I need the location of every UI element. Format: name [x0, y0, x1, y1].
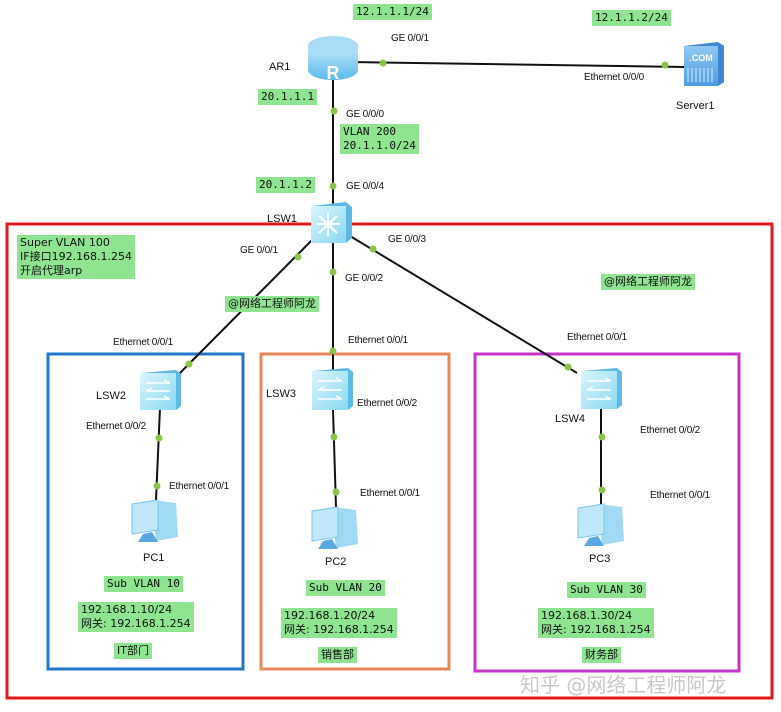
svg-text:R: R	[327, 63, 340, 83]
lsw1-ip-note: 20.1.1.2	[256, 177, 315, 193]
pc2-label: PC2	[325, 556, 347, 568]
port-label: Ethernet 0/0/1	[360, 488, 421, 499]
port-dot-lsw2-eth001[interactable]	[185, 360, 193, 368]
port-dot-lsw1-ge004[interactable]	[329, 182, 337, 190]
port-label: GE 0/0/1	[240, 245, 278, 256]
port-label: GE 0/0/0	[346, 109, 384, 120]
port-dot-lsw4-eth001[interactable]	[564, 363, 572, 371]
link-ar1-server1[interactable]	[349, 61, 685, 68]
svg-text:.COM: .COM	[689, 53, 713, 63]
port-label: GE 0/0/1	[391, 33, 429, 44]
port-label: GE 0/0/2	[345, 273, 383, 284]
sales-dept-note: 销售部	[318, 647, 357, 663]
link-lsw1-lsw4[interactable]	[349, 235, 578, 374]
pc3-label: PC3	[589, 553, 611, 565]
pc-icon[interactable]	[311, 506, 358, 549]
pc-icon[interactable]	[131, 499, 178, 542]
port-dot-pc2-eth001[interactable]	[332, 488, 340, 496]
super-vlan-note: Super VLAN 100 IF接口192.168.1.254 开启代理arp	[17, 235, 136, 279]
port-dot-lsw1-ge001[interactable]	[294, 253, 302, 261]
pc3-address-note: 192.168.1.30/24 网关: 192.168.1.254	[538, 608, 654, 638]
port-dot-lsw4-eth002[interactable]	[598, 433, 606, 441]
switch-icon[interactable]	[312, 368, 353, 410]
port-label: Ethernet 0/0/1	[567, 332, 628, 343]
lsw4-label: LSW4	[555, 413, 585, 425]
watermark: 知乎 @网络工程师阿龙	[520, 673, 727, 697]
pc-icon[interactable]	[577, 503, 624, 546]
pc2-address-note: 192.168.1.20/24 网关: 192.168.1.254	[281, 608, 397, 638]
port-dot-lsw2-eth002[interactable]	[155, 434, 163, 442]
sub-vlan-30-note: Sub VLAN 30	[567, 582, 646, 598]
server-icon[interactable]: .COM	[684, 42, 724, 86]
port-label: Ethernet 0/0/2	[357, 398, 418, 409]
layer3-switch-icon[interactable]	[311, 202, 352, 243]
port-dot-server-eth000[interactable]	[661, 61, 669, 69]
super-vlan-boundary	[5, 222, 774, 700]
router-label: AR1	[269, 61, 291, 73]
server-ip-note: 12.1.1.2/24	[592, 10, 671, 26]
server-label: Server1	[676, 100, 715, 112]
port-label: Ethernet 0/0/2	[86, 421, 147, 432]
sub-vlan-20-note: Sub VLAN 20	[306, 580, 385, 596]
port-label: Ethernet 0/0/0	[584, 72, 645, 83]
ar1-wan-ip-note: 12.1.1.1/24	[353, 4, 432, 20]
lsw3-label: LSW3	[266, 388, 296, 400]
pc1-label: PC1	[143, 552, 165, 564]
port-label: Ethernet 0/0/1	[113, 337, 174, 348]
port-dot-ar1-ge000[interactable]	[330, 107, 338, 115]
port-label: GE 0/0/4	[346, 181, 384, 192]
port-dot-lsw1-ge002[interactable]	[329, 268, 337, 276]
port-dot-lsw3-eth001[interactable]	[329, 347, 337, 355]
core-switch-label: LSW1	[267, 213, 297, 225]
vlan200-note: VLAN 200 20.1.1.0/24	[340, 124, 419, 154]
author-tag: @网络工程师阿龙	[601, 274, 695, 290]
port-dot-pc1-eth001[interactable]	[153, 482, 161, 490]
it-dept-boundary	[46, 352, 245, 671]
sub-vlan-10-note: Sub VLAN 10	[104, 576, 183, 592]
switch-icon[interactable]	[140, 370, 181, 410]
ar1-lan-ip-note: 20.1.1.1	[258, 89, 317, 105]
port-label: Ethernet 0/0/1	[348, 335, 409, 346]
port-dot-lsw1-ge003[interactable]	[369, 245, 377, 253]
author-tag: @网络工程师阿龙	[225, 296, 319, 312]
port-label: Ethernet 0/0/1	[650, 490, 711, 501]
lsw2-label: LSW2	[96, 390, 126, 402]
sales-dept-boundary	[259, 352, 451, 671]
port-label: GE 0/0/3	[388, 234, 426, 245]
port-label: Ethernet 0/0/2	[640, 425, 701, 436]
port-dot-ar1-ge001[interactable]	[379, 59, 387, 67]
finance-dept-boundary	[473, 352, 741, 673]
switch-icon[interactable]	[581, 368, 622, 409]
port-label: Ethernet 0/0/1	[169, 481, 230, 492]
router-icon[interactable]: R	[308, 36, 358, 83]
finance-dept-note: 财务部	[582, 647, 621, 663]
port-dot-lsw3-eth002[interactable]	[330, 433, 338, 441]
port-dot-pc3-eth001[interactable]	[598, 486, 606, 494]
it-dept-note: IT部门	[114, 643, 152, 659]
pc1-address-note: 192.168.1.10/24 网关: 192.168.1.254	[78, 602, 194, 632]
